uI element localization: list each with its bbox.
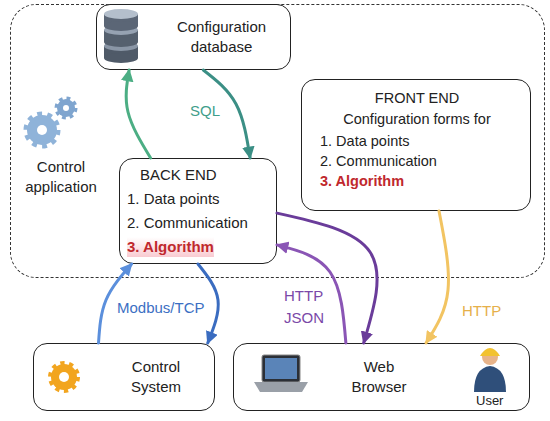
node-text: 2. Communication bbox=[127, 213, 248, 233]
node-text: Control System bbox=[116, 357, 196, 397]
protocol-label: SQL bbox=[190, 100, 220, 122]
icon-caption: User bbox=[476, 393, 503, 409]
node-text: 1. Data points bbox=[127, 189, 220, 209]
highlight-text: 3. Algorithm bbox=[127, 237, 214, 257]
application-region: Control application Configuration databas… bbox=[10, 4, 545, 278]
node-text: 1. Data points bbox=[320, 131, 409, 151]
database-box: Configuration database bbox=[96, 4, 291, 70]
protocol-label: HTTP bbox=[462, 300, 501, 322]
node-text: 2. Communication bbox=[320, 151, 437, 171]
protocol-label: HTTP JSON bbox=[284, 285, 328, 329]
node-text: Control application bbox=[13, 157, 109, 197]
node-text: Web Browser bbox=[346, 357, 412, 397]
highlight-text: 3. Algorithm bbox=[320, 171, 404, 191]
node-text: BACK END bbox=[140, 165, 217, 185]
node-text: Configuration database bbox=[159, 17, 284, 57]
node-text: Configuration forms for bbox=[317, 109, 517, 129]
node-text: FRONT END bbox=[342, 88, 492, 108]
system-box: Control System bbox=[33, 343, 215, 411]
backend-box: BACK END 1. Data points 2. Communication 3.… bbox=[119, 158, 277, 264]
frontend-box: FRONT ENDConfiguration forms for1. Data … bbox=[301, 79, 531, 211]
protocol-label: Modbus/TCP bbox=[117, 297, 205, 319]
